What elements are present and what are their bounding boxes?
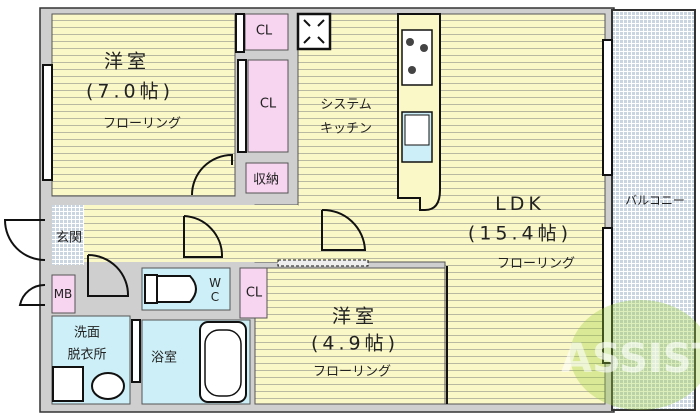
storage-label: 収納 — [252, 172, 280, 188]
ldk-name: LDK — [495, 193, 545, 215]
window-west — [42, 64, 53, 181]
closet-top — [244, 13, 289, 51]
mb-label: MB — [53, 287, 73, 301]
svg-text:ASSIST: ASSIST — [561, 336, 700, 382]
wc-label: WC — [209, 276, 221, 304]
stove — [401, 29, 433, 86]
washroom-label-2: 脱衣所 — [67, 347, 107, 363]
range-hood — [296, 12, 332, 51]
balcony — [611, 9, 696, 411]
washing-machine — [52, 366, 84, 402]
closet-wc-label: CL — [245, 285, 263, 301]
closet-mid-label: CL — [259, 96, 277, 112]
corridor-floor — [52, 205, 298, 262]
closet-wc — [239, 267, 268, 319]
bedroom1-name: 洋室 — [103, 50, 151, 73]
washroom-label-1: 洗面 — [73, 325, 101, 341]
entrance-floor — [52, 205, 84, 265]
mb — [51, 274, 76, 314]
washbasin — [91, 372, 125, 400]
window-east-1 — [602, 39, 613, 176]
bath-label: 浴室 — [150, 350, 178, 366]
bedroom2-floor — [254, 267, 446, 405]
bedroom2-floor-label: フローリング — [312, 364, 392, 380]
balcony-label: バルコニー — [625, 193, 685, 208]
kitchen-label-2: キッチン — [319, 121, 373, 137]
bedroom1-size: (7.0帖) — [85, 80, 175, 103]
bedroom1-floor-label: フローリング — [102, 116, 182, 132]
window-east-2 — [602, 227, 613, 364]
entrance-label: 玄関 — [55, 230, 83, 246]
ldk-size: (15.4帖) — [467, 222, 573, 245]
closet-mid — [247, 59, 289, 153]
ldk-floor-label: フローリング — [496, 256, 576, 272]
bedroom2-name: 洋室 — [331, 305, 379, 328]
closet-top-label: CL — [255, 23, 273, 39]
toilet — [156, 275, 197, 303]
storage — [245, 162, 289, 194]
bedroom2-size: (4.9帖) — [310, 332, 400, 355]
kitchen-label-1: システム — [320, 97, 372, 113]
